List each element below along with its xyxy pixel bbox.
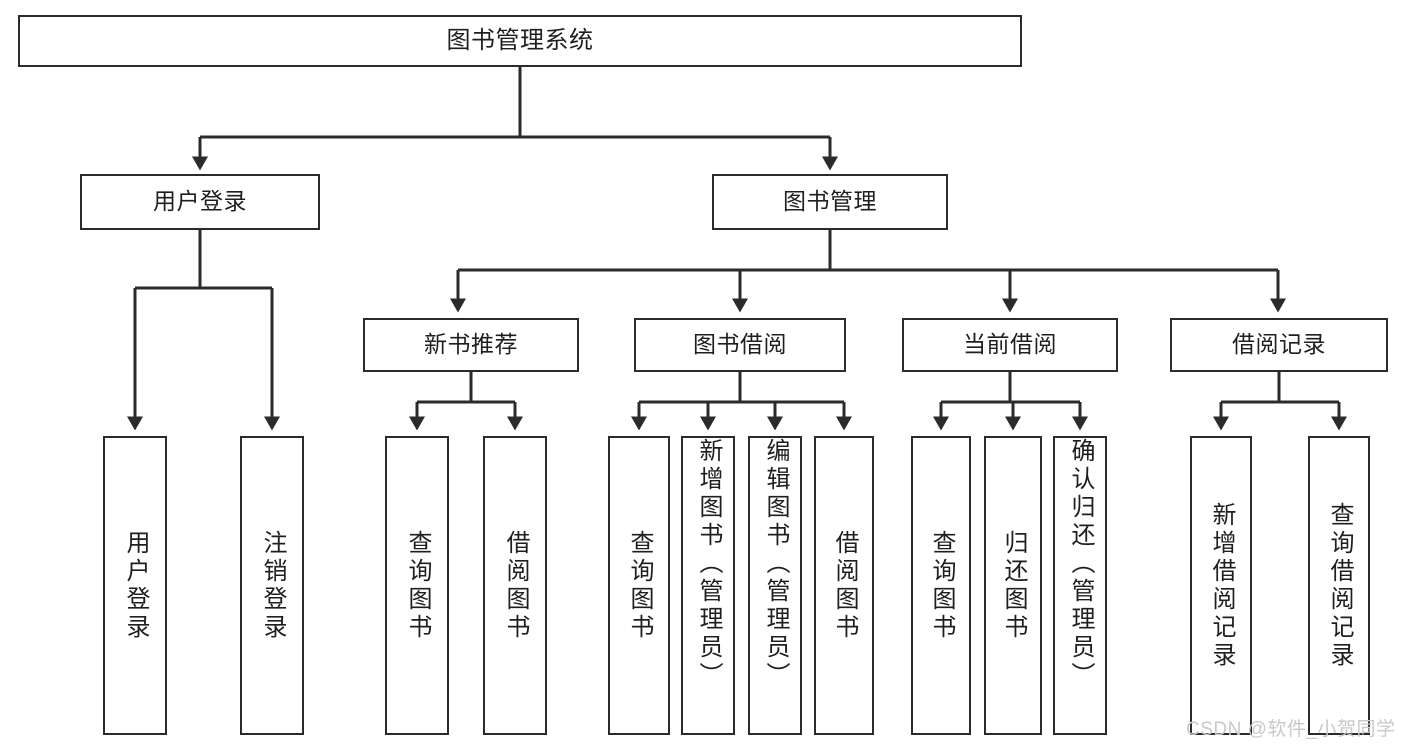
node-root-label: 图书管理系统 [446, 26, 594, 54]
leaf-query-record-label: 查询借阅记录 [1326, 501, 1353, 670]
leaf-edit-book[interactable]: 编辑图书（管理员） [748, 436, 802, 735]
leaf-user-login-label: 用户登录 [122, 529, 149, 642]
leaf-query-record[interactable]: 查询借阅记录 [1308, 436, 1370, 735]
node-new-book-rec[interactable]: 新书推荐 [363, 318, 579, 372]
node-book-manage-label: 图书管理 [783, 188, 877, 215]
node-root[interactable]: 图书管理系统 [18, 15, 1022, 67]
node-book-borrow[interactable]: 图书借阅 [634, 318, 846, 372]
leaf-logout-label: 注销登录 [259, 529, 286, 642]
csdn-watermark: CSDN @软件_小贺同学 [1186, 719, 1396, 740]
node-borrow-record-label: 借阅记录 [1232, 331, 1326, 358]
leaf-return-book[interactable]: 归还图书 [984, 436, 1042, 735]
leaf-borrow-book-label: 借阅图书 [831, 529, 858, 642]
node-book-manage[interactable]: 图书管理 [712, 174, 948, 230]
leaf-add-book-label: 新增图书（管理员） [695, 438, 722, 690]
leaf-query-book-borrow[interactable]: 查询图书 [608, 436, 670, 735]
leaf-query-book-borrow-label: 查询图书 [626, 529, 653, 642]
node-book-borrow-label: 图书借阅 [693, 331, 787, 358]
node-current-borrow-label: 当前借阅 [963, 331, 1057, 358]
leaf-confirm-return-label: 确认归还（管理员） [1067, 438, 1094, 690]
leaf-return-book-label: 归还图书 [1000, 529, 1027, 642]
leaf-add-record-label: 新增借阅记录 [1208, 501, 1235, 670]
leaf-edit-book-label: 编辑图书（管理员） [762, 438, 789, 690]
leaf-borrow-book[interactable]: 借阅图书 [814, 436, 874, 735]
node-user-login-label: 用户登录 [153, 188, 247, 215]
node-new-book-rec-label: 新书推荐 [424, 331, 518, 358]
leaf-logout[interactable]: 注销登录 [240, 436, 304, 735]
leaf-borrow-book-rec[interactable]: 借阅图书 [483, 436, 547, 735]
leaf-user-login[interactable]: 用户登录 [103, 436, 167, 735]
leaf-add-book[interactable]: 新增图书（管理员） [681, 436, 735, 735]
leaf-query-book-rec[interactable]: 查询图书 [385, 436, 449, 735]
leaf-add-record[interactable]: 新增借阅记录 [1190, 436, 1252, 735]
leaf-confirm-return[interactable]: 确认归还（管理员） [1053, 436, 1107, 735]
node-user-login[interactable]: 用户登录 [80, 174, 320, 230]
leaf-borrow-book-rec-label: 借阅图书 [502, 529, 529, 642]
node-current-borrow[interactable]: 当前借阅 [902, 318, 1118, 372]
node-borrow-record[interactable]: 借阅记录 [1170, 318, 1388, 372]
leaf-query-book-current-label: 查询图书 [928, 529, 955, 642]
leaf-query-book-current[interactable]: 查询图书 [911, 436, 971, 735]
leaf-query-book-rec-label: 查询图书 [404, 529, 431, 642]
